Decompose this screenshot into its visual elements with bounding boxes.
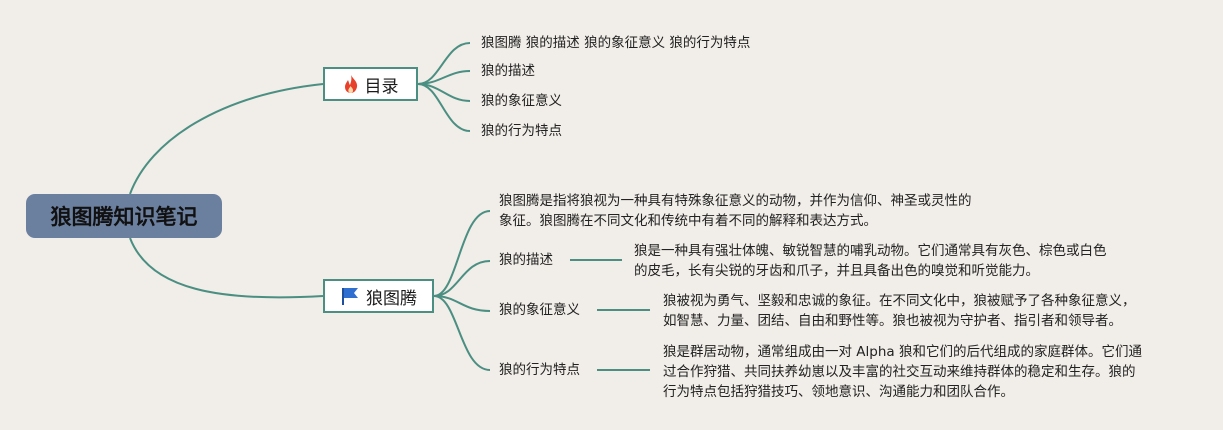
behavior-line-2: 过合作狩猎、共同扶养幼崽以及丰富的社交互动来维持群体的稳定和生存。狼的 (663, 364, 1136, 380)
toc-label: 目录 (364, 76, 399, 97)
root-topic[interactable]: 狼图腾知识笔记 (26, 194, 222, 238)
toc-item-3[interactable]: 狼的象征意义 (481, 93, 562, 109)
description-text[interactable]: 狼是一种具有强壮体魄、敏锐智慧的哺乳动物。它们通常具有灰色、棕色或白色 的皮毛，… (634, 241, 1107, 281)
description-topic[interactable]: 狼的描述 (499, 252, 553, 268)
intro-text[interactable]: 狼图腾是指将狼视为一种具有特殊象征意义的动物，并作为信仰、神圣或灵性的 象征。狼… (499, 191, 972, 231)
wolf-totem-label: 狼图腾 (366, 288, 417, 309)
behavior-topic[interactable]: 狼的行为特点 (499, 362, 580, 378)
intro-line-2: 象征。狼图腾在不同文化和传统中有着不同的解释和表达方式。 (499, 213, 877, 229)
description-line-2: 的皮毛，长有尖锐的牙齿和爪子，并且具备出色的嗅觉和听觉能力。 (634, 263, 1039, 279)
symbolism-line-1: 狼被视为勇气、坚毅和忠诚的象征。在不同文化中，狼被赋予了各种象征意义， (663, 293, 1136, 309)
intro-line-1: 狼图腾是指将狼视为一种具有特殊象征意义的动物，并作为信仰、神圣或灵性的 (499, 193, 972, 209)
symbolism-line-2: 如智慧、力量、团结、自由和野性等。狼也被视为守护者、指引者和领导者。 (663, 313, 1122, 329)
behavior-line-1: 狼是群居动物，通常组成由一对 Alpha 狼和它们的后代组成的家庭群体。它们通 (663, 344, 1142, 360)
root-title: 狼图腾知识笔记 (50, 205, 198, 229)
behavior-text[interactable]: 狼是群居动物，通常组成由一对 Alpha 狼和它们的后代组成的家庭群体。它们通 … (663, 342, 1142, 402)
behavior-line-3: 行为特点包括狩猎技巧、领地意识、沟通能力和团队合作。 (663, 384, 1014, 400)
symbolism-text[interactable]: 狼被视为勇气、坚毅和忠诚的象征。在不同文化中，狼被赋予了各种象征意义， 如智慧、… (663, 291, 1136, 331)
toc-item-2[interactable]: 狼的描述 (481, 63, 535, 79)
symbolism-topic[interactable]: 狼的象征意义 (499, 302, 580, 318)
toc-topic[interactable]: 目录 (323, 67, 418, 101)
wolf-totem-topic[interactable]: 狼图腾 (323, 279, 434, 313)
fire-icon (343, 74, 359, 94)
toc-item-4[interactable]: 狼的行为特点 (481, 123, 562, 139)
toc-item-1[interactable]: 狼图腾 狼的描述 狼的象征意义 狼的行为特点 (481, 35, 751, 51)
flag-icon (340, 286, 360, 306)
description-line-1: 狼是一种具有强壮体魄、敏锐智慧的哺乳动物。它们通常具有灰色、棕色或白色 (634, 243, 1107, 259)
